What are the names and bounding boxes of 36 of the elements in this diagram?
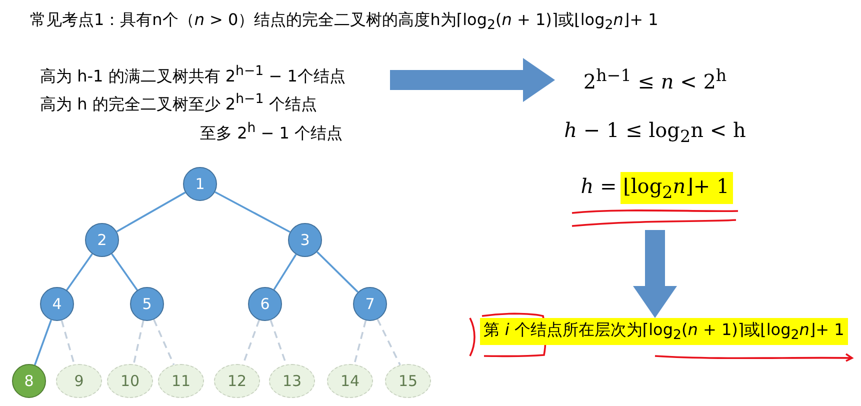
block-arrow — [390, 58, 555, 102]
text-line: 至多 2$^{h}$ − 1 个结点 — [199, 120, 344, 144]
highlighted-sentence: 第 i 个结点所在层次为⌈log$_{2}$(n + 1)⌉或⌊log$_{2}$n⌋+ 1 — [480, 318, 848, 346]
dashed-branch — [60, 320, 76, 365]
tree-node-circle: 2 — [85, 223, 119, 257]
tree-node-circle: 1 — [183, 167, 217, 201]
placeholder-node-ellipse: 9 — [56, 364, 102, 398]
placeholder-node-ellipse: 10 — [107, 364, 153, 398]
tree-branch — [116, 192, 186, 232]
tree-node-circle: 7 — [353, 287, 387, 321]
block-arrow — [633, 230, 677, 318]
leaf-node-circle: 8 — [12, 364, 46, 398]
placeholder-node-ellipse: 14 — [327, 364, 373, 398]
placeholder-node-ellipse: 11 — [158, 364, 204, 398]
text-line: 高为 h 的完全二叉树至少 2$^{h−1}$ 个结点 — [40, 91, 318, 116]
text-line: 高为 h-1 的满二叉树共有 2$^{h−1}$ − 1个结点 — [40, 63, 346, 88]
dashed-branch — [153, 319, 175, 366]
tree-node-circle: 5 — [130, 287, 164, 321]
tree-node-circle: 3 — [288, 223, 322, 257]
placeholder-node-ellipse: 12 — [214, 364, 260, 398]
placeholder-node-ellipse: 15 — [385, 364, 431, 398]
tree-branch — [111, 253, 138, 291]
tree-branch — [34, 320, 52, 366]
dashed-branch — [353, 320, 367, 365]
title-heading: 常见考点1：具有n个（n > 0）结点的完全二叉树的高度h为⌈log$_{2}$(n + 1)⌉或⌊log$_{2}$n⌋+ 1 — [30, 10, 658, 34]
tree-node-circle: 4 — [40, 287, 74, 321]
formula: h − 1 ≤ log$_{2}$n < h — [563, 117, 747, 148]
dashed-branch — [132, 320, 144, 364]
tree-branch — [316, 251, 359, 293]
tree-branch — [214, 191, 290, 233]
tree-node-circle: 6 — [248, 287, 282, 321]
tree-branch — [66, 253, 93, 291]
placeholder-node-ellipse: 13 — [269, 364, 315, 398]
tree-branch — [273, 254, 297, 290]
formula: 2$^{h−1}$ ≤ n < 2$^{h}$ — [582, 65, 728, 96]
dashed-branch — [376, 318, 401, 366]
